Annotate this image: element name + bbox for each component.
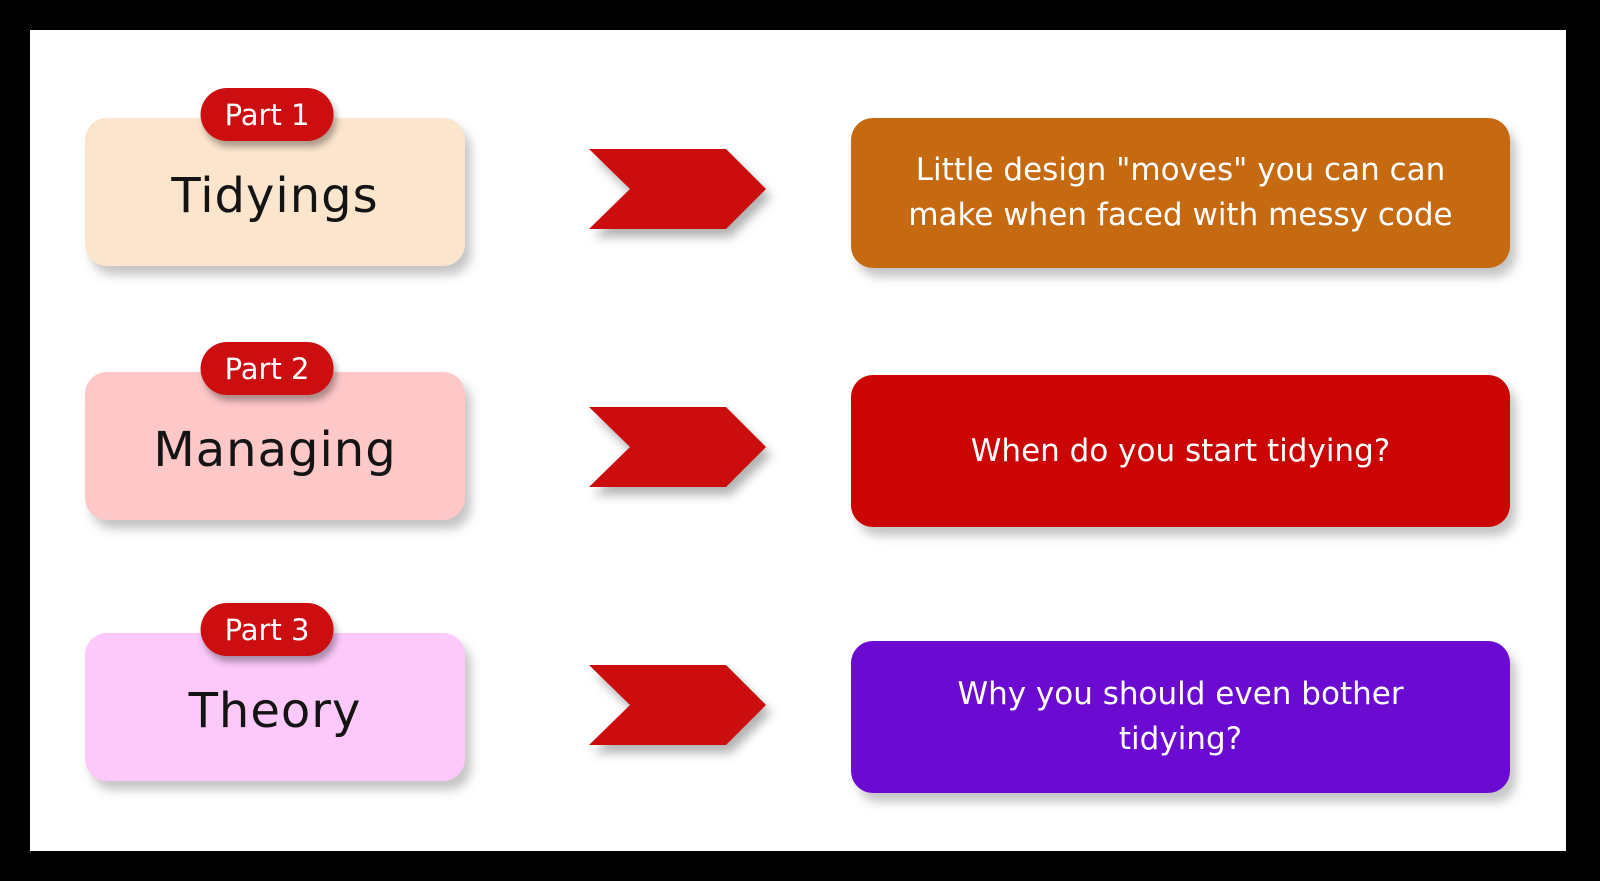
part-1-badge-label: Part 1 [224, 97, 310, 132]
chevron-arrow-icon [589, 407, 766, 487]
description-text: When do you start tidying? [970, 432, 1391, 469]
topic-label-theory: Theory [188, 683, 362, 739]
chevron-arrow-icon [589, 149, 766, 229]
description-text: Little design "moves" you can can make w… [908, 152, 1453, 233]
part-3-badge: Part 3 [200, 603, 334, 656]
description-box-managing: When do you start tidying? [851, 375, 1510, 527]
topic-box-theory: Part 3 Theory [85, 603, 465, 781]
part-2-badge: Part 2 [200, 342, 334, 395]
part-1-badge: Part 1 [200, 88, 334, 141]
content-panel: Part 1 Tidyings Little design "moves" yo… [30, 30, 1566, 851]
topic-label-managing: Managing [153, 422, 397, 478]
chevron-arrow-shape [589, 149, 766, 229]
description-box-tidyings: Little design "moves" you can can make w… [851, 118, 1510, 268]
chevron-arrow-shape [589, 407, 766, 487]
part-2-badge-label: Part 2 [224, 351, 310, 386]
description-box-theory: Why you should even bother tidying? [851, 641, 1510, 793]
topic-label-tidyings: Tidyings [171, 168, 379, 224]
part-3-badge-label: Part 3 [224, 612, 310, 647]
topic-box-tidyings: Part 1 Tidyings [85, 88, 465, 266]
description-text: Why you should even bother tidying? [957, 676, 1404, 757]
chevron-arrow-shape [589, 665, 766, 745]
topic-box-managing: Part 2 Managing [85, 342, 465, 520]
chevron-arrow-icon [589, 665, 766, 745]
